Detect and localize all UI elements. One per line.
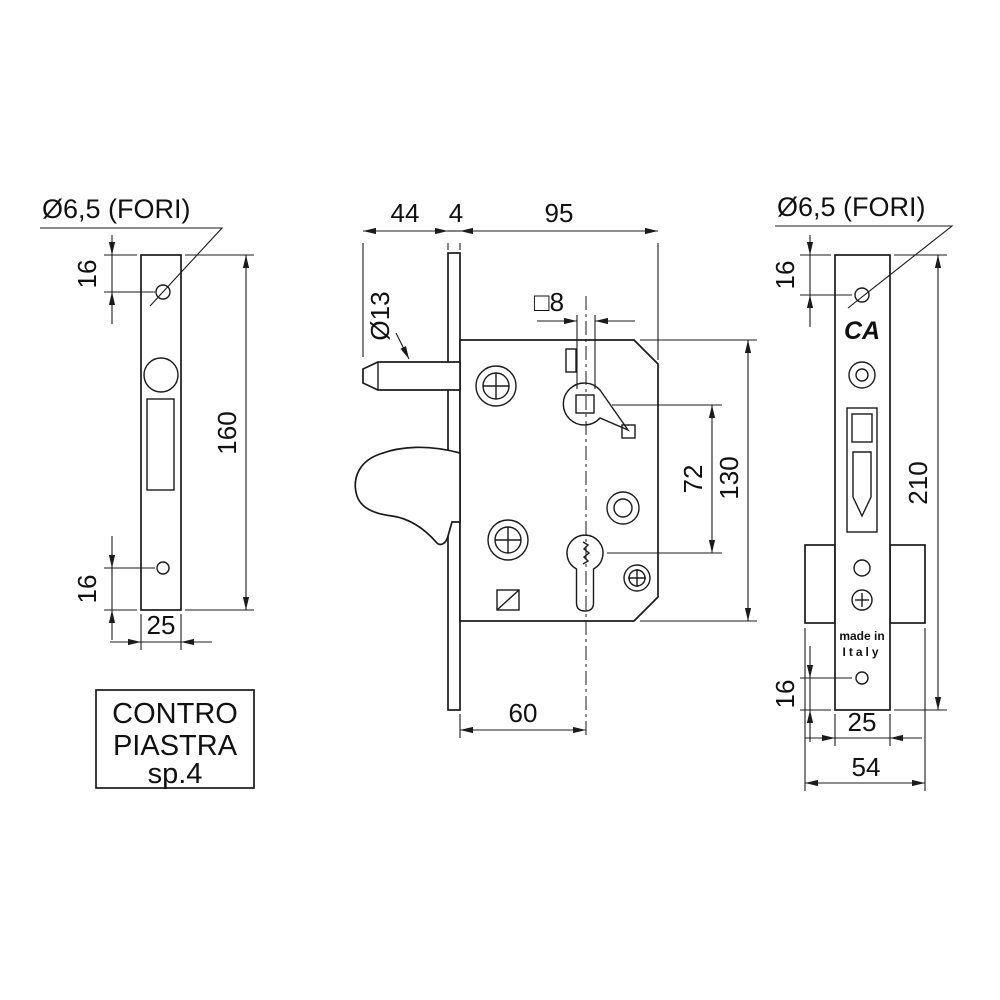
svg-text:60: 60 xyxy=(509,698,538,728)
svg-text:210: 210 xyxy=(903,461,933,504)
counter-plate-caption: CONTRO PIASTRA sp.4 xyxy=(95,689,255,790)
svg-text:16: 16 xyxy=(72,575,102,604)
svg-text:130: 130 xyxy=(714,456,744,499)
case-right-block xyxy=(889,544,926,624)
right-hole-leader-line xyxy=(775,225,954,309)
right-dim-16-top: 16 xyxy=(770,235,852,327)
svg-text:sp.4: sp.4 xyxy=(148,758,203,790)
counter-plate-view: Ø6,5 (FORI) 16 160 16 xyxy=(40,194,255,790)
caption-box xyxy=(95,689,255,789)
svg-text:44: 44 xyxy=(391,198,420,228)
hook-window-opening xyxy=(846,407,878,533)
svg-text:25: 25 xyxy=(147,610,176,640)
svg-text:160: 160 xyxy=(212,411,242,454)
fixing-screw-top xyxy=(475,365,517,407)
svg-text:CONTRO: CONTRO xyxy=(112,698,238,730)
center-dims-top: 44 4 95 xyxy=(362,198,659,360)
left-dim-16-top: 16 xyxy=(72,235,155,324)
svg-text:95: 95 xyxy=(545,198,574,228)
svg-text:16: 16 xyxy=(770,261,800,290)
left-dim-25-width: 25 xyxy=(110,610,212,650)
svg-text:Ø13: Ø13 xyxy=(365,291,395,340)
left-dim-16-bottom: 16 xyxy=(72,536,155,640)
follower-square-hole xyxy=(575,394,595,414)
counter-plate-round-opening xyxy=(143,357,179,393)
follower-square-dim: □8 xyxy=(534,287,635,389)
brand-logo: CA xyxy=(844,317,880,345)
lock-case-outline xyxy=(459,339,659,622)
left-hole-leader-line xyxy=(40,227,224,307)
left-dim-160-height: 160 xyxy=(185,254,254,611)
pin-diameter-label: Ø13 xyxy=(365,291,410,360)
counter-plate-top-hole xyxy=(155,284,171,300)
svg-text:PIASTRA: PIASTRA xyxy=(113,730,238,762)
svg-text:□8: □8 xyxy=(534,287,564,317)
bushing-hole xyxy=(606,491,640,525)
fixing-screw-middle xyxy=(487,519,529,561)
made-in-text: made in xyxy=(839,629,884,643)
left-hole-diameter-label: Ø6,5 (FORI) xyxy=(42,194,191,224)
cam-stop-square xyxy=(621,424,636,439)
lock-mechanism-details xyxy=(475,348,651,612)
case-left-block xyxy=(804,544,836,624)
faceplate-screw xyxy=(851,589,873,611)
right-hole-diameter-label: Ø6,5 (FORI) xyxy=(777,192,926,222)
hook-pivot-block xyxy=(851,413,873,443)
right-dim-54: 54 xyxy=(804,628,926,791)
right-dim-210: 210 xyxy=(894,254,947,711)
svg-text:72: 72 xyxy=(678,465,708,494)
lock-body-view: 44 4 95 Ø13 □8 72 130 xyxy=(354,198,757,738)
faceplate-top-hole xyxy=(854,287,870,303)
svg-text:4: 4 xyxy=(449,198,463,228)
italy-text: Italy xyxy=(842,645,881,659)
svg-text:25: 25 xyxy=(848,707,877,737)
right-dim-16-bottom: 16 xyxy=(770,646,852,742)
euro-cylinder-profile xyxy=(566,534,604,612)
fixing-screw-bottom xyxy=(623,564,651,592)
center-dim-130: 130 xyxy=(640,339,757,622)
stop-pin xyxy=(565,348,577,373)
svg-text:16: 16 xyxy=(72,260,102,289)
spring-block xyxy=(496,589,520,611)
faceplate-bottom-hole xyxy=(855,671,869,685)
right-dim-25: 25 xyxy=(805,707,922,746)
svg-text:16: 16 xyxy=(770,680,800,709)
faceplate-hole-lower xyxy=(853,559,871,577)
svg-text:54: 54 xyxy=(852,752,881,782)
key-profile-mark xyxy=(582,541,591,565)
center-dim-60: 60 xyxy=(459,698,586,738)
hook-front-profile xyxy=(852,451,872,518)
hook-bolt xyxy=(354,446,461,546)
counter-plate-slot xyxy=(146,398,175,491)
faceplate-bushing xyxy=(848,361,876,389)
counter-plate-bottom-hole xyxy=(156,561,170,575)
center-dim-72: 72 xyxy=(607,404,722,554)
faceplate-view: CA made in Italy Ø6,5 (FORI) 16 xyxy=(770,192,954,791)
hook-window xyxy=(846,407,878,533)
